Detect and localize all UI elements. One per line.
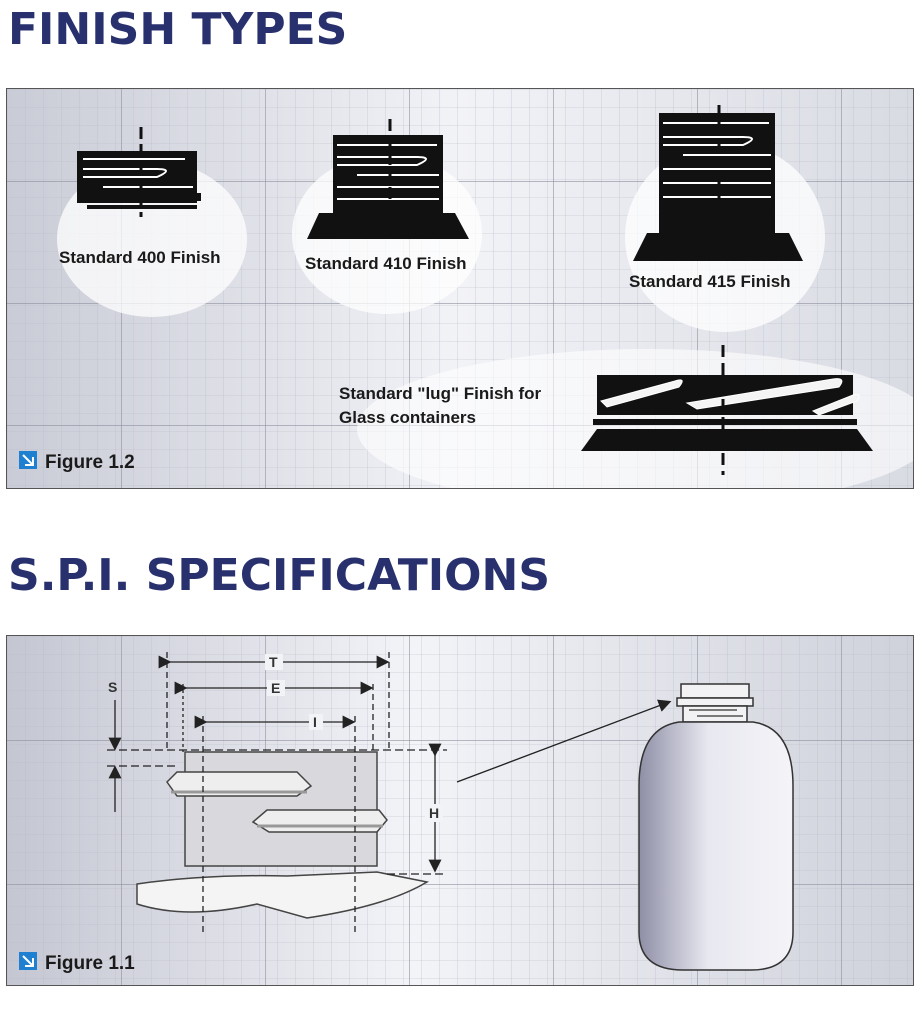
dimension-h-label: H [429,805,439,821]
finish-types-diagram: Standard 400 Finish Standard 410 Finish … [7,89,913,488]
dimension-e-label: E [271,680,280,696]
standard-415-label: Standard 415 Finish [629,272,791,291]
figure-1-1-panel: T E I S H Figure 1.1 [6,635,914,986]
standard-400-label: Standard 400 Finish [59,248,221,267]
figure-1-2-label: Figure 1.2 [45,452,135,473]
figure-1-2-caption: Figure 1.2 [19,451,135,473]
spi-specifications-diagram: T E I S H Figure 1.1 [7,636,913,985]
dimension-i-label: I [313,714,317,730]
figure-1-1-label: Figure 1.1 [45,953,135,974]
lug-label-line-1: Standard "lug" Finish for [339,384,542,403]
standard-410-finish-illustration [307,119,469,239]
standard-lug-finish-illustration [581,345,873,475]
lug-label-line-2: Glass containers [339,408,476,427]
dimension-t-label: T [269,654,278,670]
spi-specifications-title: S.P.I. SPECIFICATIONS [8,550,551,601]
figure-1-1-caption: Figure 1.1 [19,952,135,974]
standard-415-finish-illustration [633,105,803,261]
bottle-illustration [638,683,794,971]
figure-1-2-panel: Standard 400 Finish Standard 410 Finish … [6,88,914,489]
standard-400-finish-illustration [77,127,201,217]
dimension-s-label: S [108,679,117,695]
standard-410-label: Standard 410 Finish [305,254,467,273]
finish-types-title: FINISH TYPES [8,4,348,55]
